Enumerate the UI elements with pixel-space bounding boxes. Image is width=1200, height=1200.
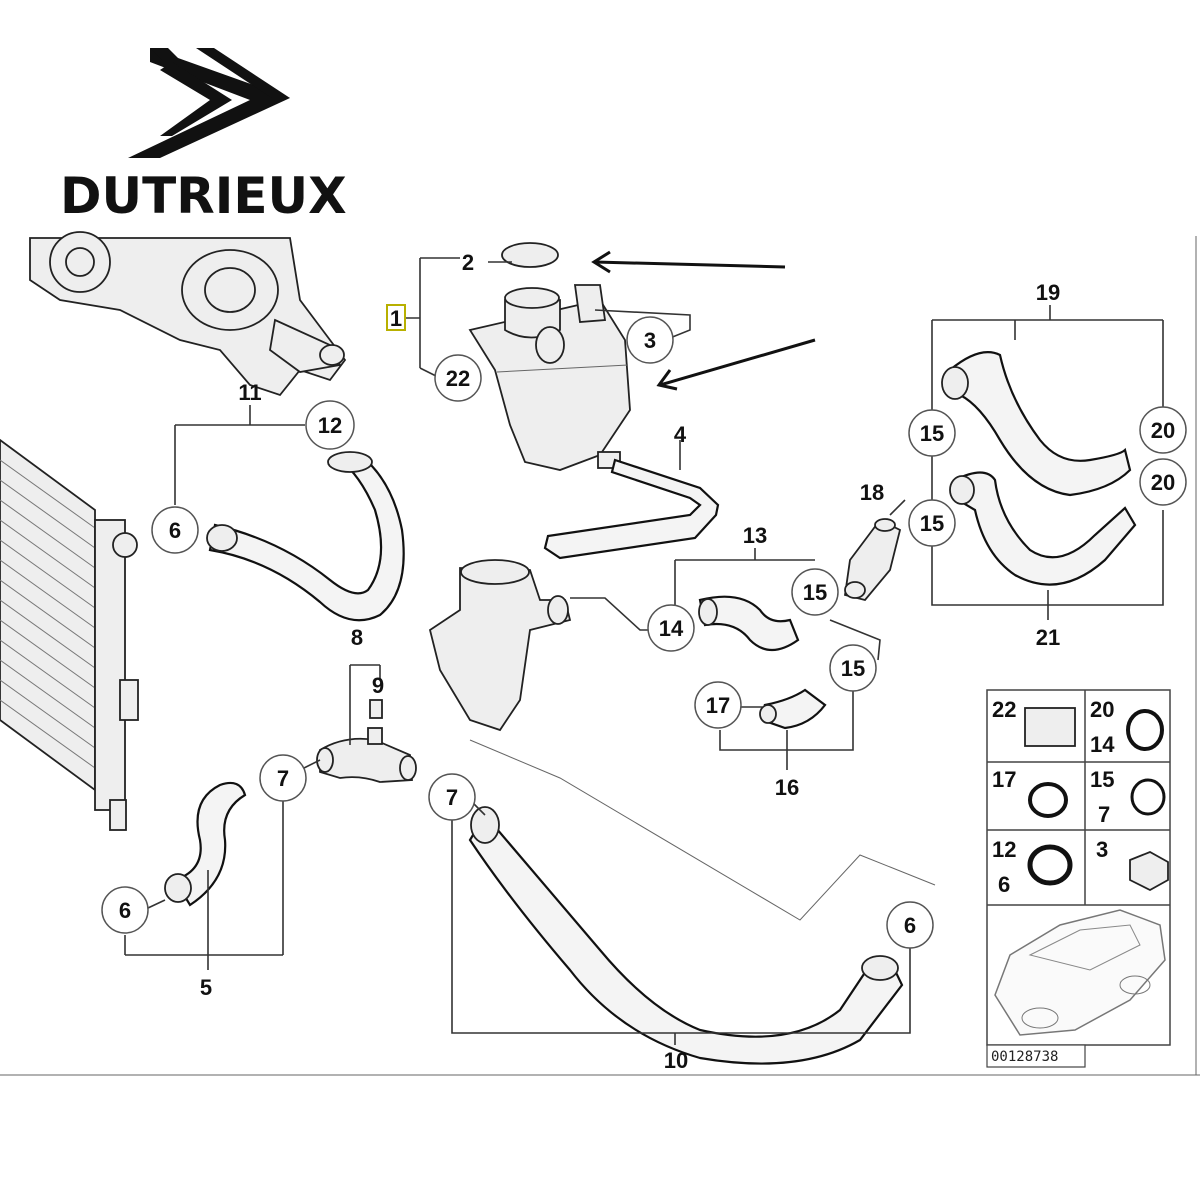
badge-part-icon [1024, 707, 1076, 747]
hose-5 [173, 781, 247, 907]
expansion-tank-illustration [468, 242, 631, 471]
callout-15-center: 15 [803, 580, 827, 605]
callout-3: 3 [644, 328, 656, 353]
hose-clamp-icon [1130, 778, 1166, 816]
water-pump-illustration [29, 231, 347, 397]
brand-name: DUTRIEUX [60, 167, 347, 225]
callout-6-lower-left: 6 [119, 898, 131, 923]
hose-19 [948, 351, 1132, 497]
callout-15-lower: 15 [841, 656, 865, 681]
legend-12: 12 [992, 837, 1016, 862]
callout-18: 18 [860, 480, 884, 505]
legend-7: 7 [1098, 802, 1110, 827]
hose-13 [698, 595, 800, 652]
callout-7-right: 7 [446, 785, 458, 810]
brand-logo: DUTRIEUX [60, 48, 347, 225]
chevron-logo-icon [128, 48, 290, 158]
legend-3: 3 [1096, 837, 1108, 862]
arrow-icon [591, 250, 816, 391]
callout-6-lower-right: 6 [904, 913, 916, 938]
callout-16: 16 [775, 775, 799, 800]
callout-1: 1 [390, 306, 402, 331]
t-piece-8-illustration [316, 699, 417, 783]
callout-8: 8 [351, 625, 363, 650]
callout-labels: 1 2 3 4 22 11 12 6 8 9 7 7 6 5 6 10 13 1… [101, 250, 1187, 1073]
callout-10: 10 [664, 1048, 688, 1073]
callout-20-lower: 20 [1151, 470, 1175, 495]
hose-clamp-icon [1027, 844, 1073, 886]
parts-legend-grid: 22 20 14 17 15 7 12 6 3 00128738 [986, 689, 1171, 1068]
callout-21: 21 [1036, 625, 1060, 650]
hose-21 [953, 471, 1137, 586]
tank-hose-4 [543, 458, 720, 560]
legend-17: 17 [992, 767, 1016, 792]
callout-17: 17 [706, 693, 730, 718]
bleed-screw-9 [369, 699, 383, 719]
callout-9: 9 [372, 673, 384, 698]
callout-5: 5 [200, 975, 212, 1000]
callout-22: 22 [446, 366, 470, 391]
legend-20: 20 [1090, 697, 1114, 722]
legend-14: 14 [1090, 732, 1115, 757]
callout-20-upper: 20 [1151, 418, 1175, 443]
radiator-illustration [0, 438, 139, 831]
diagram-reference-number: 00128738 [991, 1049, 1058, 1065]
callout-13: 13 [743, 523, 767, 548]
callout-14: 14 [659, 616, 684, 641]
tank-cap-seal [501, 242, 559, 268]
callout-2: 2 [462, 250, 474, 275]
valve-18-illustration [843, 518, 902, 602]
callout-6-upper: 6 [169, 518, 181, 543]
callout-4: 4 [674, 422, 687, 447]
callout-15-mid-right: 15 [920, 511, 944, 536]
hose-clamp-icon [1126, 709, 1164, 751]
radiator-upper-hose [208, 453, 405, 622]
car-silhouette-icon [994, 909, 1166, 1036]
callout-7-left: 7 [277, 766, 289, 791]
callout-11: 11 [238, 380, 261, 405]
callout-1-box [386, 304, 406, 331]
callout-15-upper-right: 15 [920, 421, 944, 446]
callout-12: 12 [318, 413, 342, 438]
hose-clamp-icon [1028, 782, 1068, 818]
callout-19: 19 [1036, 280, 1060, 305]
legend-22: 22 [992, 697, 1016, 722]
hose-16 [763, 688, 827, 730]
legend-6: 6 [998, 872, 1010, 897]
thermostat-housing-illustration [428, 559, 572, 732]
hex-nut-icon [1129, 851, 1169, 892]
legend-15: 15 [1090, 767, 1114, 792]
